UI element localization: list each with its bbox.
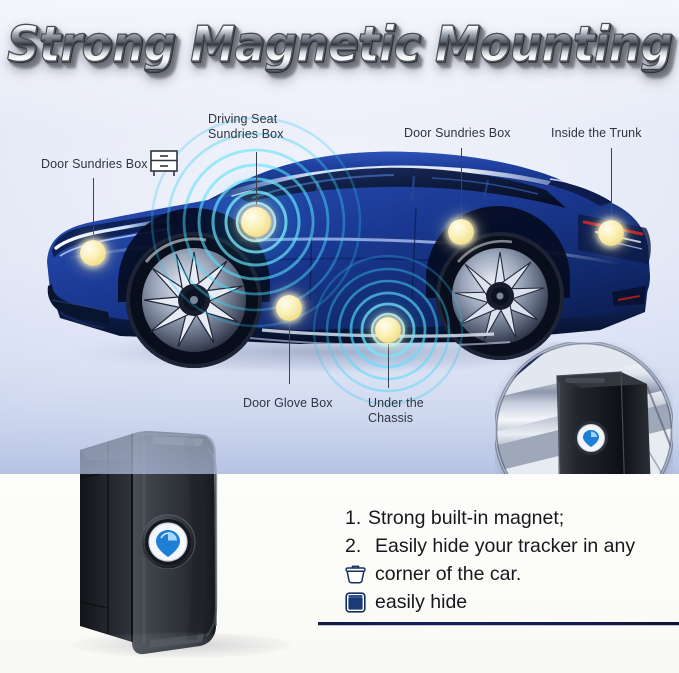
square-icon xyxy=(345,589,375,616)
page-title: Strong Magnetic Mounting xyxy=(6,15,673,74)
hotspot-dot-dashboard[interactable] xyxy=(241,207,271,237)
label-inside-the-trunk: Inside the Trunk xyxy=(551,126,642,140)
gps-tracker-device xyxy=(58,430,308,660)
device-shadow xyxy=(72,632,292,658)
label-line-1: Under the xyxy=(368,396,424,410)
connector-chassis xyxy=(388,344,390,388)
connector-rocker xyxy=(289,322,291,384)
bottom-divider-highlight xyxy=(318,625,679,626)
list-item: 2. Easily hide your tracker in any xyxy=(345,533,665,560)
bottom-panel: 1. Strong built-in magnet; 2. Easily hid… xyxy=(0,431,679,673)
hotspot-dot-rocker[interactable] xyxy=(276,295,302,321)
hotspot-dot-chassis[interactable] xyxy=(375,317,401,343)
list-marker: 2. xyxy=(345,535,362,557)
list-text: easily hide xyxy=(375,591,468,613)
tracker-on-metal-photo xyxy=(495,342,673,474)
hotspot-dot-front-bumper[interactable] xyxy=(80,240,106,266)
list-text: corner of the car. xyxy=(375,563,522,585)
list-text: Easily hide your tracker in any xyxy=(375,535,636,557)
hotspot-dot-rear-door[interactable] xyxy=(448,219,474,245)
device-logo-button xyxy=(140,514,196,570)
connector-tail-light xyxy=(611,148,613,221)
basket-icon xyxy=(345,561,375,588)
label-under-the-chassis: Under the Chassis xyxy=(368,396,458,426)
list-item: 1. Strong built-in magnet; xyxy=(345,505,665,532)
list-item: corner of the car. xyxy=(345,561,665,588)
car-scene-panel: Strong Magnetic Mounting xyxy=(0,0,679,474)
label-door-sundries-box-left: Door Sundries Box xyxy=(41,157,148,171)
connector-front-bumper xyxy=(93,178,95,240)
list-item: easily hide xyxy=(345,589,665,616)
label-line-2: Chassis xyxy=(368,411,414,425)
rear-wheel xyxy=(436,232,564,360)
feature-list: 1. Strong built-in magnet; 2. Easily hid… xyxy=(345,505,665,617)
connector-dashboard xyxy=(256,152,258,208)
list-text: Strong built-in magnet; xyxy=(368,507,565,529)
label-line-1: Driving Seat xyxy=(208,112,278,126)
title-container: Strong Magnetic Mounting xyxy=(0,15,679,74)
cabinet-icon xyxy=(150,150,178,176)
list-marker: 1. xyxy=(345,507,362,529)
inset-photo-wrapper xyxy=(495,342,673,474)
label-line-2: Sundries Box xyxy=(208,127,284,141)
hotspot-dot-tail-light[interactable] xyxy=(598,220,624,246)
label-door-glove-box: Door Glove Box xyxy=(243,396,333,410)
label-driving-seat-sundries-box: Driving Seat Sundries Box xyxy=(208,112,318,142)
connector-rear-door xyxy=(461,148,463,220)
bottom-divider-line xyxy=(318,622,679,625)
label-door-sundries-box-right: Door Sundries Box xyxy=(404,126,511,140)
